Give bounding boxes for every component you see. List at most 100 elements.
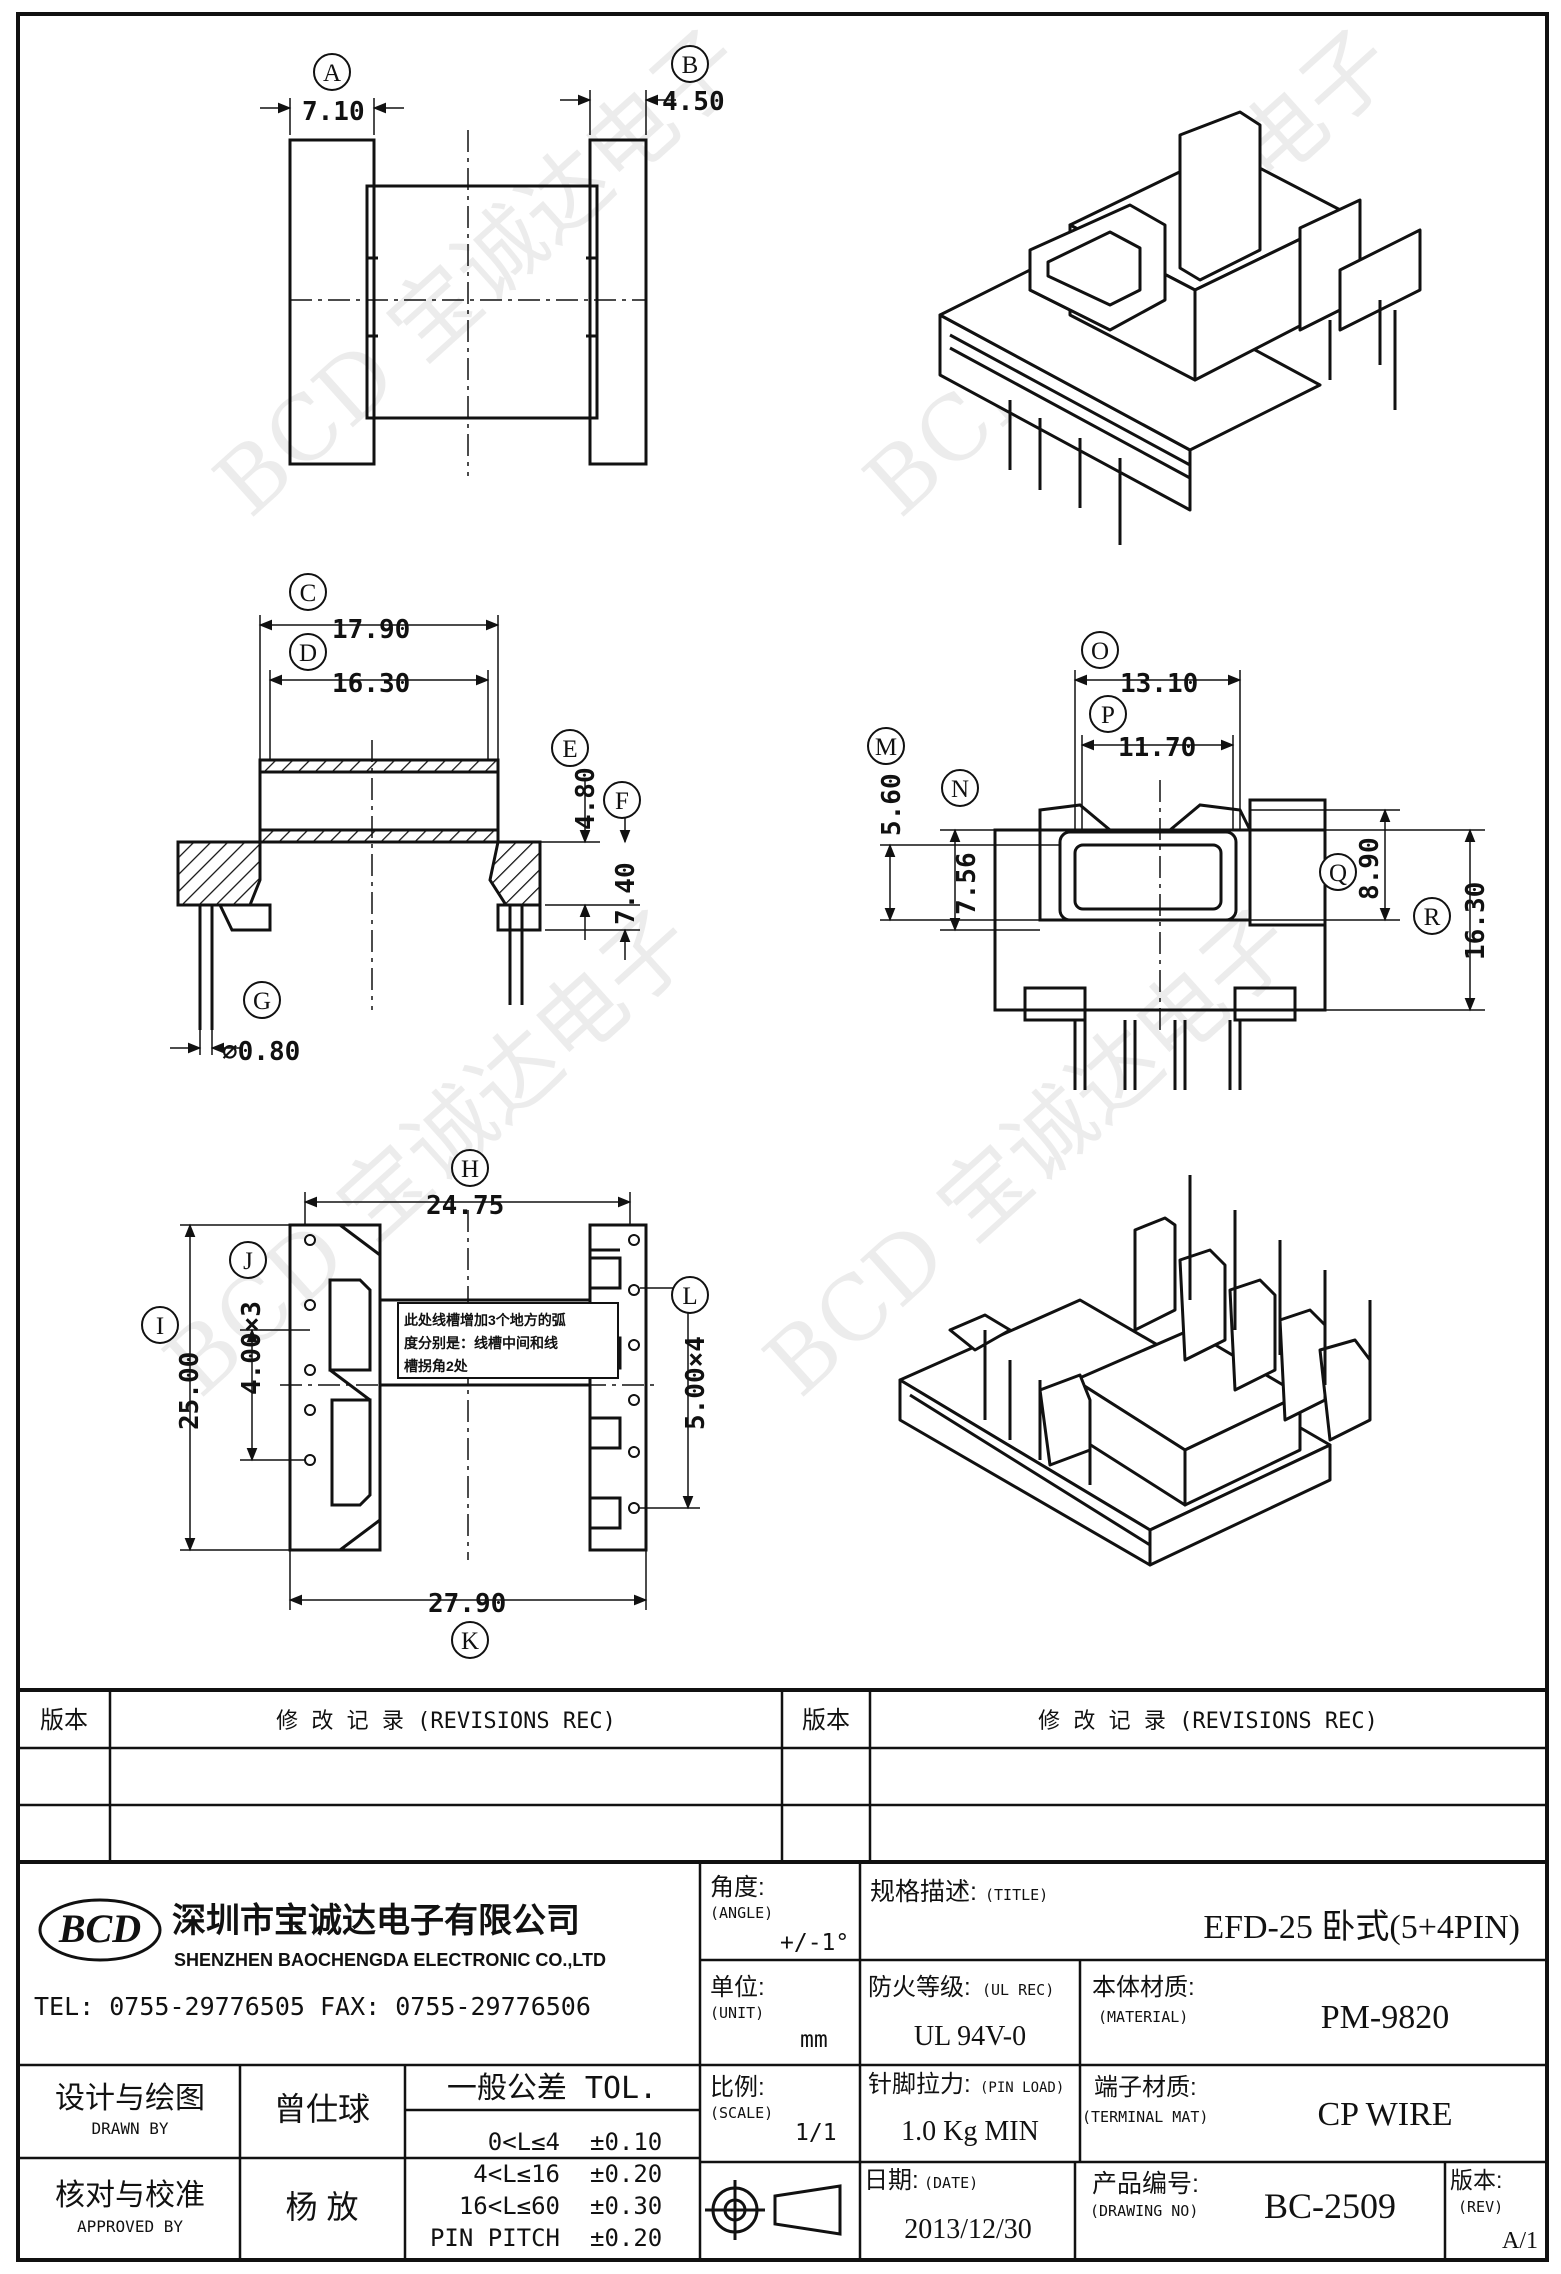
svg-text:F: F [615, 788, 629, 815]
callout-R: R [1413, 897, 1451, 935]
side-view-top [260, 90, 676, 476]
dim-C-value: 17.90 [332, 615, 410, 645]
svg-text:G: G [253, 988, 271, 1015]
dim-A-value: 7.10 [302, 97, 365, 127]
drawn-by-label-en: DRAWN BY [91, 2119, 168, 2138]
callout-C: C [289, 573, 327, 611]
angle-value: +/-1° [780, 1930, 849, 1956]
dim-G-value: ⌀0.80 [222, 1037, 300, 1067]
approved-by-label-en: APPROVED BY [77, 2217, 183, 2236]
company-name-en: SHENZHEN BAOCHENGDA ELECTRONIC CO.,LTD [174, 1950, 606, 1970]
tolerance-range: 4<L≤16 [473, 2160, 560, 2188]
angle-label-en: (ANGLE) [710, 1904, 773, 1922]
svg-text:BCD: BCD [58, 1906, 141, 1951]
dim-I-value: 25.00 [175, 1352, 205, 1430]
dim-K-value: 27.90 [428, 1589, 506, 1619]
approved-by-label: 核对与校准 [55, 2179, 205, 2212]
svg-text:E: E [562, 736, 577, 763]
rev-label: 版本: [1450, 2167, 1502, 2193]
callout-N: N [941, 769, 979, 807]
rev-header-mid: 修 改 记 录 (REVISIONS REC) [276, 1709, 616, 1734]
terminal-label-en: (TERMINAL MAT) [1082, 2108, 1208, 2126]
tolerance-range: 16<L≤60 [459, 2192, 560, 2220]
svg-text:N: N [951, 776, 969, 803]
title-label-en: (TITLE) [985, 1886, 1048, 1904]
material-label: 本体材质: [1092, 1974, 1195, 2001]
tolerance-title: 一般公差 TOL. [447, 2071, 657, 2106]
callout-D: D [289, 633, 327, 671]
dim-L-value: 5.00×4 [681, 1336, 711, 1430]
svg-text:O: O [1091, 638, 1109, 665]
pin-holes [304, 1234, 640, 1514]
note-line-1: 此处线槽增加3个地方的弧 [404, 1312, 566, 1328]
dim-Q-value: 8.90 [1355, 837, 1385, 900]
rev-value: A/1 [1502, 2228, 1538, 2254]
callout-I: I [141, 1306, 179, 1344]
svg-text:B: B [682, 52, 699, 79]
svg-text:Q: Q [1329, 860, 1347, 887]
callout-E: E [551, 729, 589, 767]
title-label: 规格描述: [870, 1878, 977, 1906]
pinload-label: 针脚拉力: [868, 2071, 971, 2098]
drawn-by-name: 曾仕球 [274, 2091, 370, 2127]
rev-header-left: 版本 [40, 1707, 88, 1734]
callout-L: L [671, 1276, 709, 1314]
svg-text:C: C [300, 580, 317, 607]
company-name-cn: 深圳市宝诚达电子有限公司 [172, 1901, 580, 1940]
callout-K: K [451, 1621, 489, 1659]
scale-value: 1/1 [795, 2120, 837, 2146]
date-label: 日期: [864, 2167, 919, 2194]
drawn-by-label: 设计与绘图 [55, 2082, 205, 2115]
callout-B: B [671, 45, 709, 83]
svg-text:J: J [243, 1248, 253, 1275]
dim-F-value: 7.40 [611, 862, 641, 925]
material-value: PM-9820 [1321, 1999, 1449, 2036]
isometric-view-top [938, 110, 1422, 545]
svg-text:L: L [682, 1283, 697, 1310]
terminal-value: CP WIRE [1317, 2096, 1452, 2133]
ul-label-en: (UL REC) [982, 1981, 1054, 1999]
rev-label-en: (REV) [1458, 2198, 1503, 2216]
unit-label-en: (UNIT) [710, 2004, 764, 2022]
svg-text:I: I [156, 1313, 164, 1340]
rev-header-mid2: 修 改 记 录 (REVISIONS REC) [1038, 1709, 1378, 1734]
tolerance-range: PIN PITCH [430, 2224, 560, 2252]
callout-P: P [1089, 695, 1127, 733]
svg-text:D: D [299, 640, 317, 667]
callout-Q: Q [1319, 853, 1357, 891]
date-value: 2013/12/30 [904, 2214, 1032, 2245]
date-label-en: (DATE) [924, 2174, 978, 2192]
note-line-3: 槽拐角2处 [404, 1358, 469, 1374]
unit-value: mm [800, 2027, 828, 2053]
title-value: EFD-25 卧式(5+4PIN) [1203, 1909, 1520, 1946]
svg-text:R: R [1424, 904, 1441, 931]
terminal-label: 端子材质: [1094, 2074, 1197, 2101]
dim-M-value: 5.60 [877, 773, 907, 836]
drawing-no-label: 产品编号: [1092, 2170, 1199, 2198]
tolerance-value: ±0.20 [590, 2160, 662, 2188]
drawing-no-value: BC-2509 [1264, 2186, 1396, 2226]
material-label-en: (MATERIAL) [1098, 2008, 1188, 2026]
dim-B-value: 4.50 [662, 87, 725, 117]
projection-symbol-icon [705, 2180, 842, 2240]
dim-J-value: 4.00×3 [237, 1301, 267, 1395]
title-block [16, 1688, 1549, 2262]
tolerance-value: ±0.30 [590, 2192, 662, 2220]
ul-value: UL 94V-0 [914, 2021, 1026, 2052]
isometric-view-bottom [898, 1175, 1372, 1567]
svg-text:P: P [1101, 702, 1115, 729]
tolerance-value: ±0.10 [590, 2128, 662, 2156]
note-box [397, 1302, 619, 1379]
dim-D-value: 16.30 [332, 669, 410, 699]
dim-R-value: 16.30 [1461, 882, 1491, 960]
callout-F: F [603, 781, 641, 819]
dim-E-value: 4.80 [571, 767, 601, 830]
approved-by-name: 杨 放 [286, 2189, 359, 2225]
company-tel-fax: TEL: 0755-29776505 FAX: 0755-29776506 [34, 1992, 591, 2021]
svg-text:A: A [323, 60, 341, 87]
front-view [880, 670, 1485, 1090]
tolerance-value: ±0.20 [590, 2224, 662, 2252]
callout-G: G [243, 981, 281, 1019]
rev-header-right: 版本 [802, 1707, 850, 1734]
